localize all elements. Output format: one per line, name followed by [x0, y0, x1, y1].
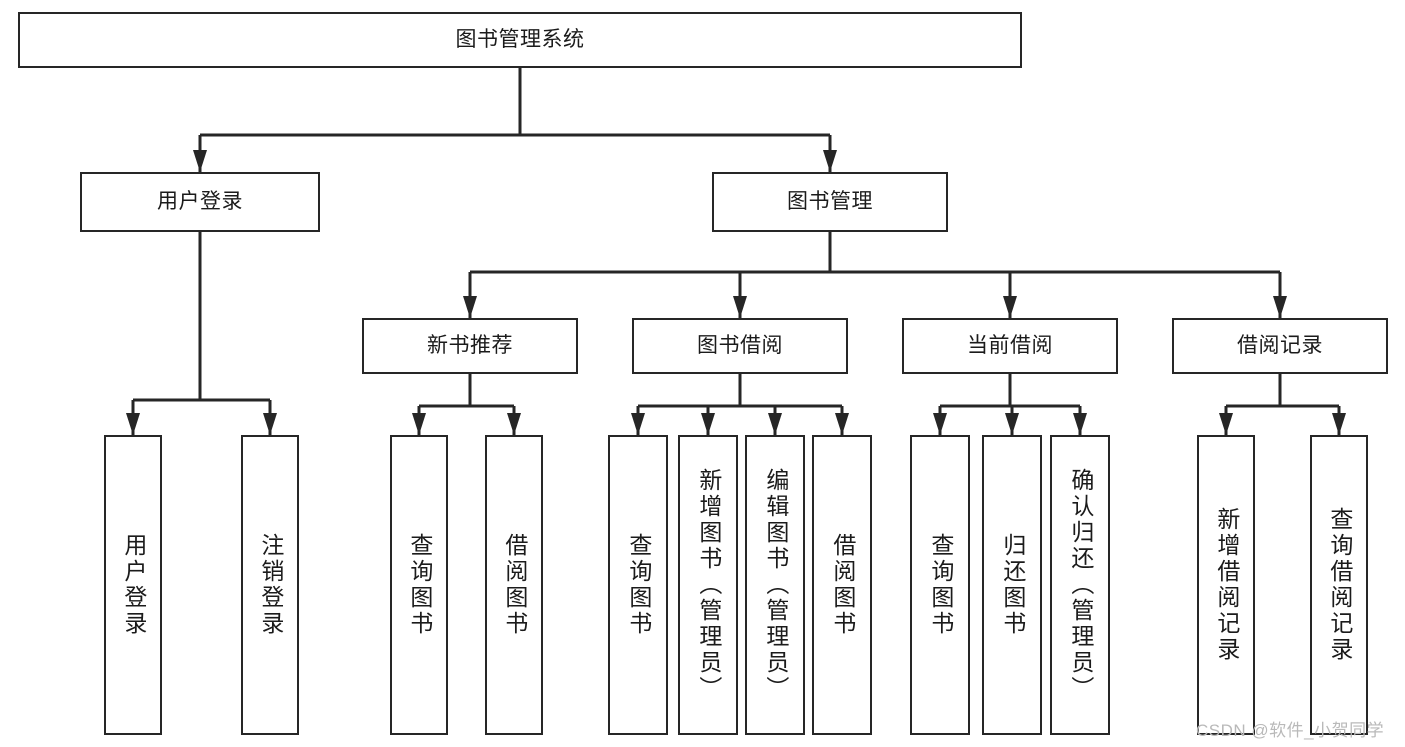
- node-current-borrow: 当前借阅: [902, 318, 1118, 374]
- node-book-manage: 图书管理: [712, 172, 948, 232]
- node-label: 编辑图书（管理员）: [762, 468, 789, 702]
- node-leaf-cb-query: 查询图书: [910, 435, 970, 735]
- node-label: 新增图书（管理员）: [695, 468, 722, 702]
- node-label: 查询图书: [927, 533, 954, 637]
- node-borrow-record: 借阅记录: [1172, 318, 1388, 374]
- node-new-book-rec: 新书推荐: [362, 318, 578, 374]
- node-label: 新书推荐: [427, 333, 513, 357]
- node-label: 归还图书: [999, 533, 1026, 637]
- node-label: 当前借阅: [967, 333, 1053, 357]
- node-leaf-bb-borrow: 借阅图书: [812, 435, 872, 735]
- node-leaf-user-login: 用户登录: [104, 435, 162, 735]
- watermark: CSDN @软件_小贺同学: [1196, 721, 1385, 740]
- node-leaf-bb-edit: 编辑图书（管理员）: [745, 435, 805, 735]
- node-label: 借阅图书: [829, 533, 856, 637]
- node-leaf-logout: 注销登录: [241, 435, 299, 735]
- node-label: 确认归还（管理员）: [1067, 468, 1094, 702]
- node-label: 查询借阅记录: [1326, 507, 1353, 663]
- node-book-borrow: 图书借阅: [632, 318, 848, 374]
- node-leaf-bb-add: 新增图书（管理员）: [678, 435, 738, 735]
- node-user-login: 用户登录: [80, 172, 320, 232]
- node-label: 注销登录: [257, 533, 284, 637]
- node-label: 借阅记录: [1237, 333, 1323, 357]
- node-label: 图书管理: [787, 189, 873, 213]
- node-leaf-br-add: 新增借阅记录: [1197, 435, 1255, 735]
- node-leaf-br-query: 查询借阅记录: [1310, 435, 1368, 735]
- node-leaf-cb-confirm: 确认归还（管理员）: [1050, 435, 1110, 735]
- node-root: 图书管理系统: [18, 12, 1022, 68]
- node-label: 借阅图书: [501, 533, 528, 637]
- node-label: 图书管理系统: [455, 27, 585, 51]
- node-label: 用户登录: [120, 533, 147, 637]
- node-leaf-bb-query: 查询图书: [608, 435, 668, 735]
- node-label: 查询图书: [406, 533, 433, 637]
- node-leaf-rec-query: 查询图书: [390, 435, 448, 735]
- node-label: 图书借阅: [697, 333, 783, 357]
- node-label: 查询图书: [625, 533, 652, 637]
- node-label: 用户登录: [157, 189, 243, 213]
- node-leaf-rec-borrow: 借阅图书: [485, 435, 543, 735]
- node-leaf-cb-return: 归还图书: [982, 435, 1042, 735]
- node-label: 新增借阅记录: [1213, 507, 1240, 663]
